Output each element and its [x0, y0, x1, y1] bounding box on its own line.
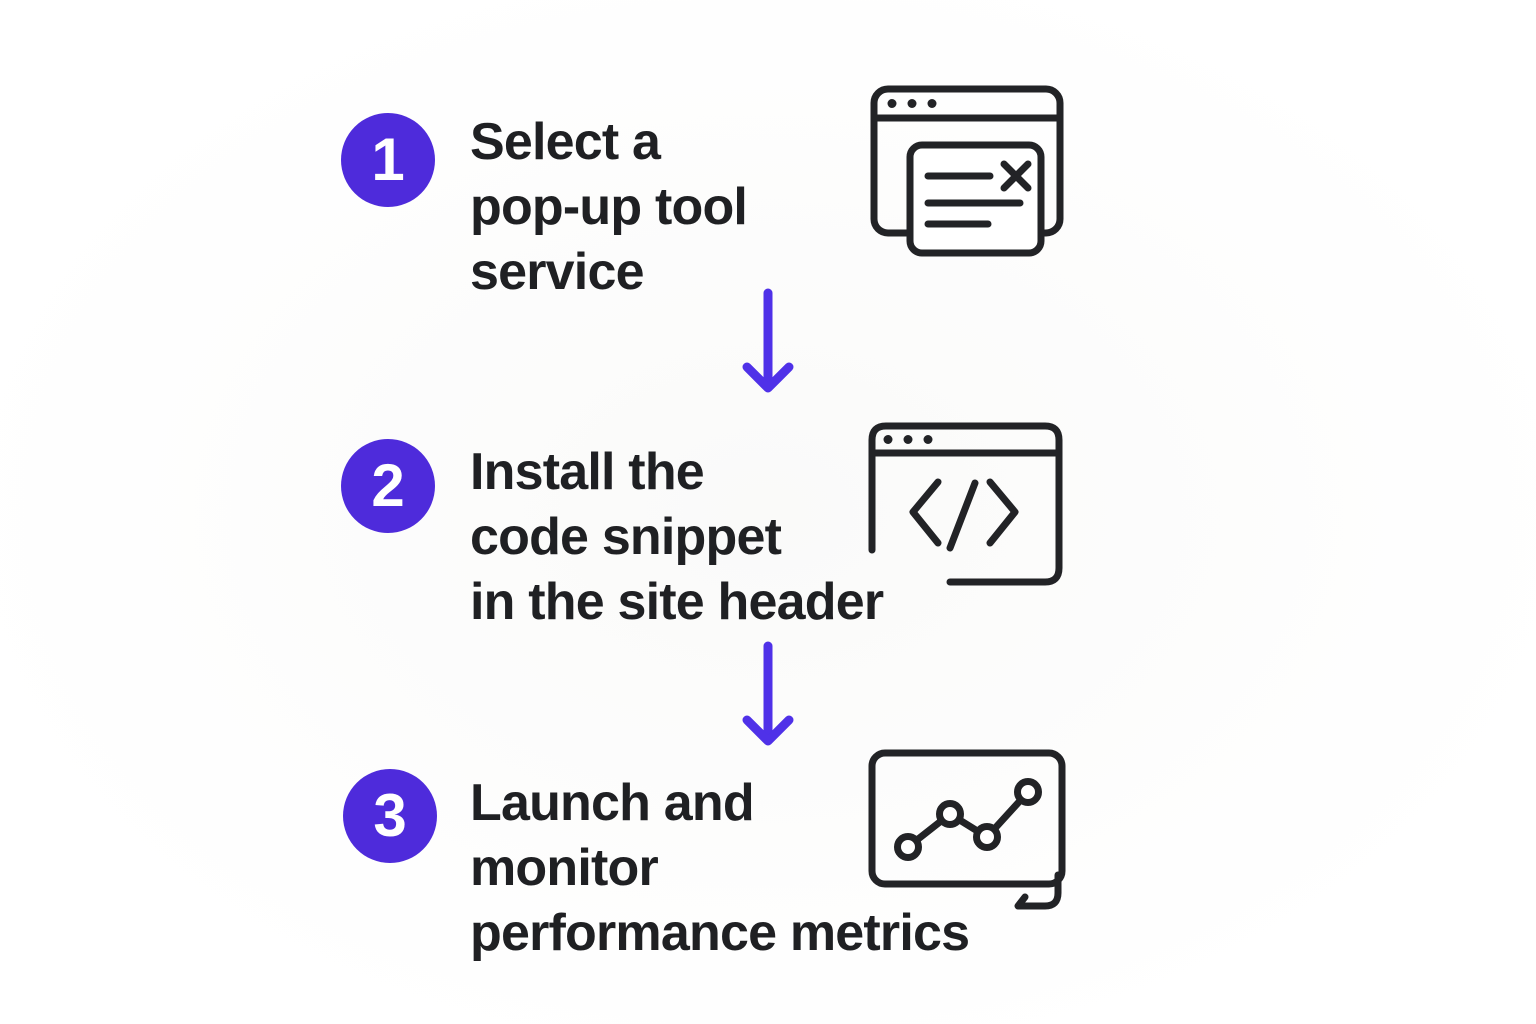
step-1-text: Select a pop-up tool service [470, 110, 748, 305]
step-3-line-1: Launch and [470, 774, 755, 832]
step-3-number: 3 [373, 782, 407, 849]
code-window-icon [868, 422, 1064, 588]
step-1-line-3: service [470, 243, 644, 301]
step-2-number: 2 [371, 452, 405, 519]
arrow-step2-step3 [741, 641, 795, 747]
step-3-line-3: performance metrics [470, 904, 970, 962]
step-3-badge: 3 [343, 769, 437, 863]
step-3-line-2: monitor [470, 839, 659, 897]
step-2-badge: 2 [341, 439, 435, 533]
step-2-line-1: Install the [470, 443, 705, 501]
step-2-line-3: in the site header [470, 573, 884, 631]
step-2-text: Install the code snippet in the site hea… [470, 440, 884, 635]
step-3-text: Launch and monitor performance metrics [470, 771, 970, 966]
popup-window-icon [870, 85, 1064, 257]
chart-window-icon [868, 749, 1066, 915]
step-1-line-1: Select a [470, 113, 661, 171]
step-1-number: 1 [371, 126, 405, 193]
step-2-line-2: code snippet [470, 508, 782, 566]
step-1-line-2: pop-up tool [470, 178, 748, 236]
arrow-step1-step2 [741, 288, 795, 394]
step-1-badge: 1 [341, 113, 435, 207]
